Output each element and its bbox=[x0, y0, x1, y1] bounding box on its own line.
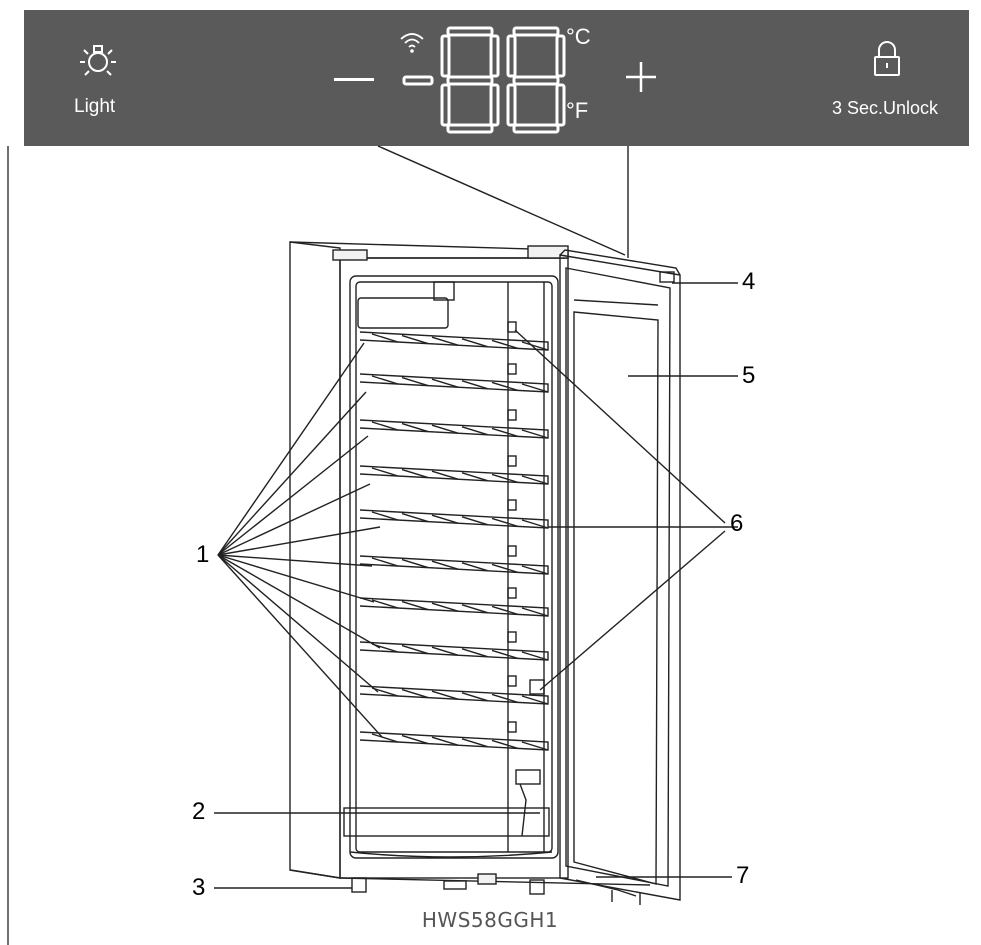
wine-shelf bbox=[359, 545, 549, 575]
callout-1-leader bbox=[217, 554, 381, 649]
wine-shelf bbox=[359, 409, 549, 439]
unlock-label: 3 Sec.Unlock bbox=[832, 98, 939, 118]
light-label: Light bbox=[74, 96, 116, 117]
callout-1-leader bbox=[217, 391, 367, 556]
lock-icon[interactable] bbox=[872, 40, 902, 78]
callout-1-leader bbox=[217, 435, 369, 556]
wine-shelf bbox=[359, 587, 549, 617]
light-bulb-icon[interactable] bbox=[76, 40, 120, 80]
callout-1: 1 bbox=[196, 541, 210, 568]
callout-3: 3 bbox=[192, 874, 206, 901]
callout-1-leader bbox=[217, 554, 373, 567]
wine-shelf bbox=[359, 631, 549, 661]
callout-2: 2 bbox=[192, 798, 206, 825]
callout-7: 7 bbox=[736, 862, 750, 889]
callout-1-leader bbox=[217, 342, 365, 556]
wine-shelf bbox=[359, 363, 549, 393]
celsius-unit: °C bbox=[566, 24, 591, 49]
minus-icon[interactable] bbox=[334, 78, 374, 81]
wine-shelf bbox=[359, 721, 549, 751]
control-panel: Light bbox=[24, 10, 969, 146]
callout-6: 6 bbox=[730, 510, 744, 537]
temperature-display bbox=[394, 24, 574, 136]
callout-1-leader bbox=[217, 554, 383, 738]
fahrenheit-unit: °F bbox=[566, 98, 589, 123]
wine-shelf bbox=[359, 675, 549, 705]
wine-shelf bbox=[359, 499, 549, 529]
callout-4: 4 bbox=[742, 268, 756, 295]
callout-1-leader bbox=[217, 554, 379, 693]
callout-1-leader bbox=[217, 483, 371, 556]
wine-shelf bbox=[359, 455, 549, 485]
callout-5: 5 bbox=[742, 362, 756, 389]
plus-icon[interactable] bbox=[624, 60, 658, 94]
wifi-icon bbox=[398, 30, 426, 54]
wine-shelf bbox=[359, 321, 549, 351]
callout-1-leader bbox=[217, 554, 375, 603]
model-number: HWS58GGH1 bbox=[421, 908, 559, 932]
callout-1-leader bbox=[217, 526, 381, 556]
